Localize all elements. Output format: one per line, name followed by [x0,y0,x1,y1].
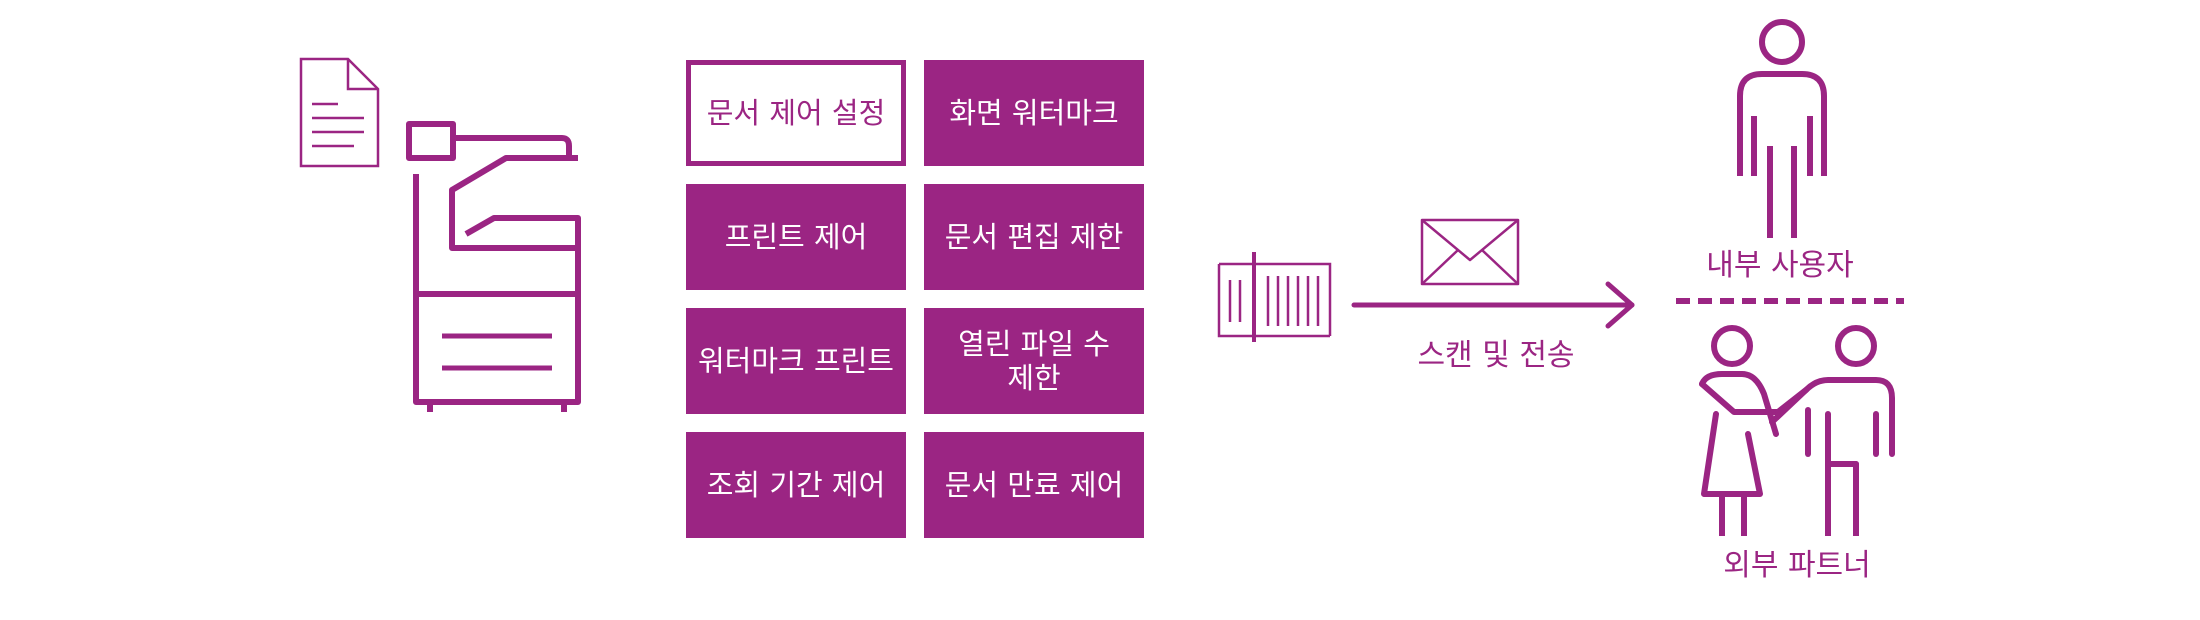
multifunction-printer-icon [406,121,581,412]
feature-tile-view-period-control: 조회 기간 제어 [686,432,906,538]
handshake-people-icon [1699,325,1895,536]
feature-tile-expiry-control: 문서 만료 제어 [924,432,1144,538]
feature-tile-print-control: 프린트 제어 [686,184,906,290]
scanner-icon [1217,252,1332,342]
arrow-right-icon [1351,281,1635,329]
internal-user-label: 내부 사용자 [1706,248,1854,283]
feature-tile-watermark-print: 워터마크 프린트 [686,308,906,414]
divider-line [1676,298,1904,304]
feature-tile-screen-watermark: 화면 워터마크 [924,60,1144,166]
feature-grid: 문서 제어 설정 화면 워터마크 프린트 제어 문서 편집 제한 워터마크 프린… [686,60,1144,538]
feature-tile-edit-restriction: 문서 편집 제한 [924,184,1144,290]
flow-label: 스캔 및 전송 [1417,338,1575,373]
feature-tile-open-count-limit: 열린 파일 수 제한 [924,308,1144,414]
external-partner-label: 외부 파트너 [1723,548,1871,583]
feature-tile-document-control: 문서 제어 설정 [686,60,906,166]
document-icon [299,57,380,168]
person-icon [1737,19,1827,238]
envelope-icon [1420,218,1520,286]
